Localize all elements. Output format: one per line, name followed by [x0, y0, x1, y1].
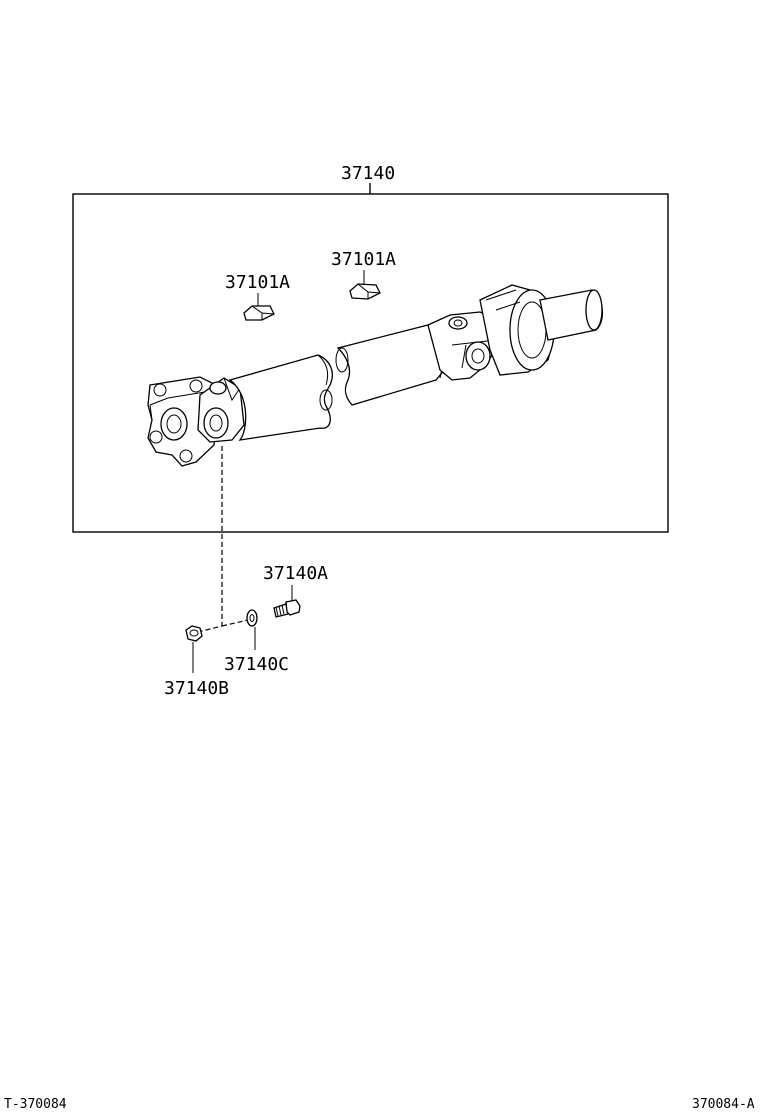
nut-part-number: 37140B [164, 678, 229, 699]
front-universal-joint [197, 377, 245, 443]
footer-right-code: 370084-A [692, 1097, 755, 1112]
balance-weight-2 [349, 283, 381, 300]
fastener-leader-dashed [197, 446, 223, 633]
footer-left-code: T-370084 [4, 1097, 67, 1112]
bolt-icon [273, 599, 301, 618]
balance-weight-label-1: 37101A [225, 272, 290, 293]
washer-dash [221, 619, 249, 627]
assembly-part-number: 37140 [341, 163, 395, 184]
rear-shaft [539, 289, 603, 341]
center-tube [335, 324, 447, 406]
washer-icon [246, 609, 258, 627]
balance-weight-1 [243, 305, 275, 321]
front-tube [228, 354, 333, 441]
rear-universal-joint [427, 311, 501, 381]
balance-weight-label-2: 37101A [331, 249, 396, 270]
bolt-part-number: 37140A [263, 563, 328, 584]
washer-part-number: 37140C [224, 654, 289, 675]
nut-icon [185, 625, 203, 642]
